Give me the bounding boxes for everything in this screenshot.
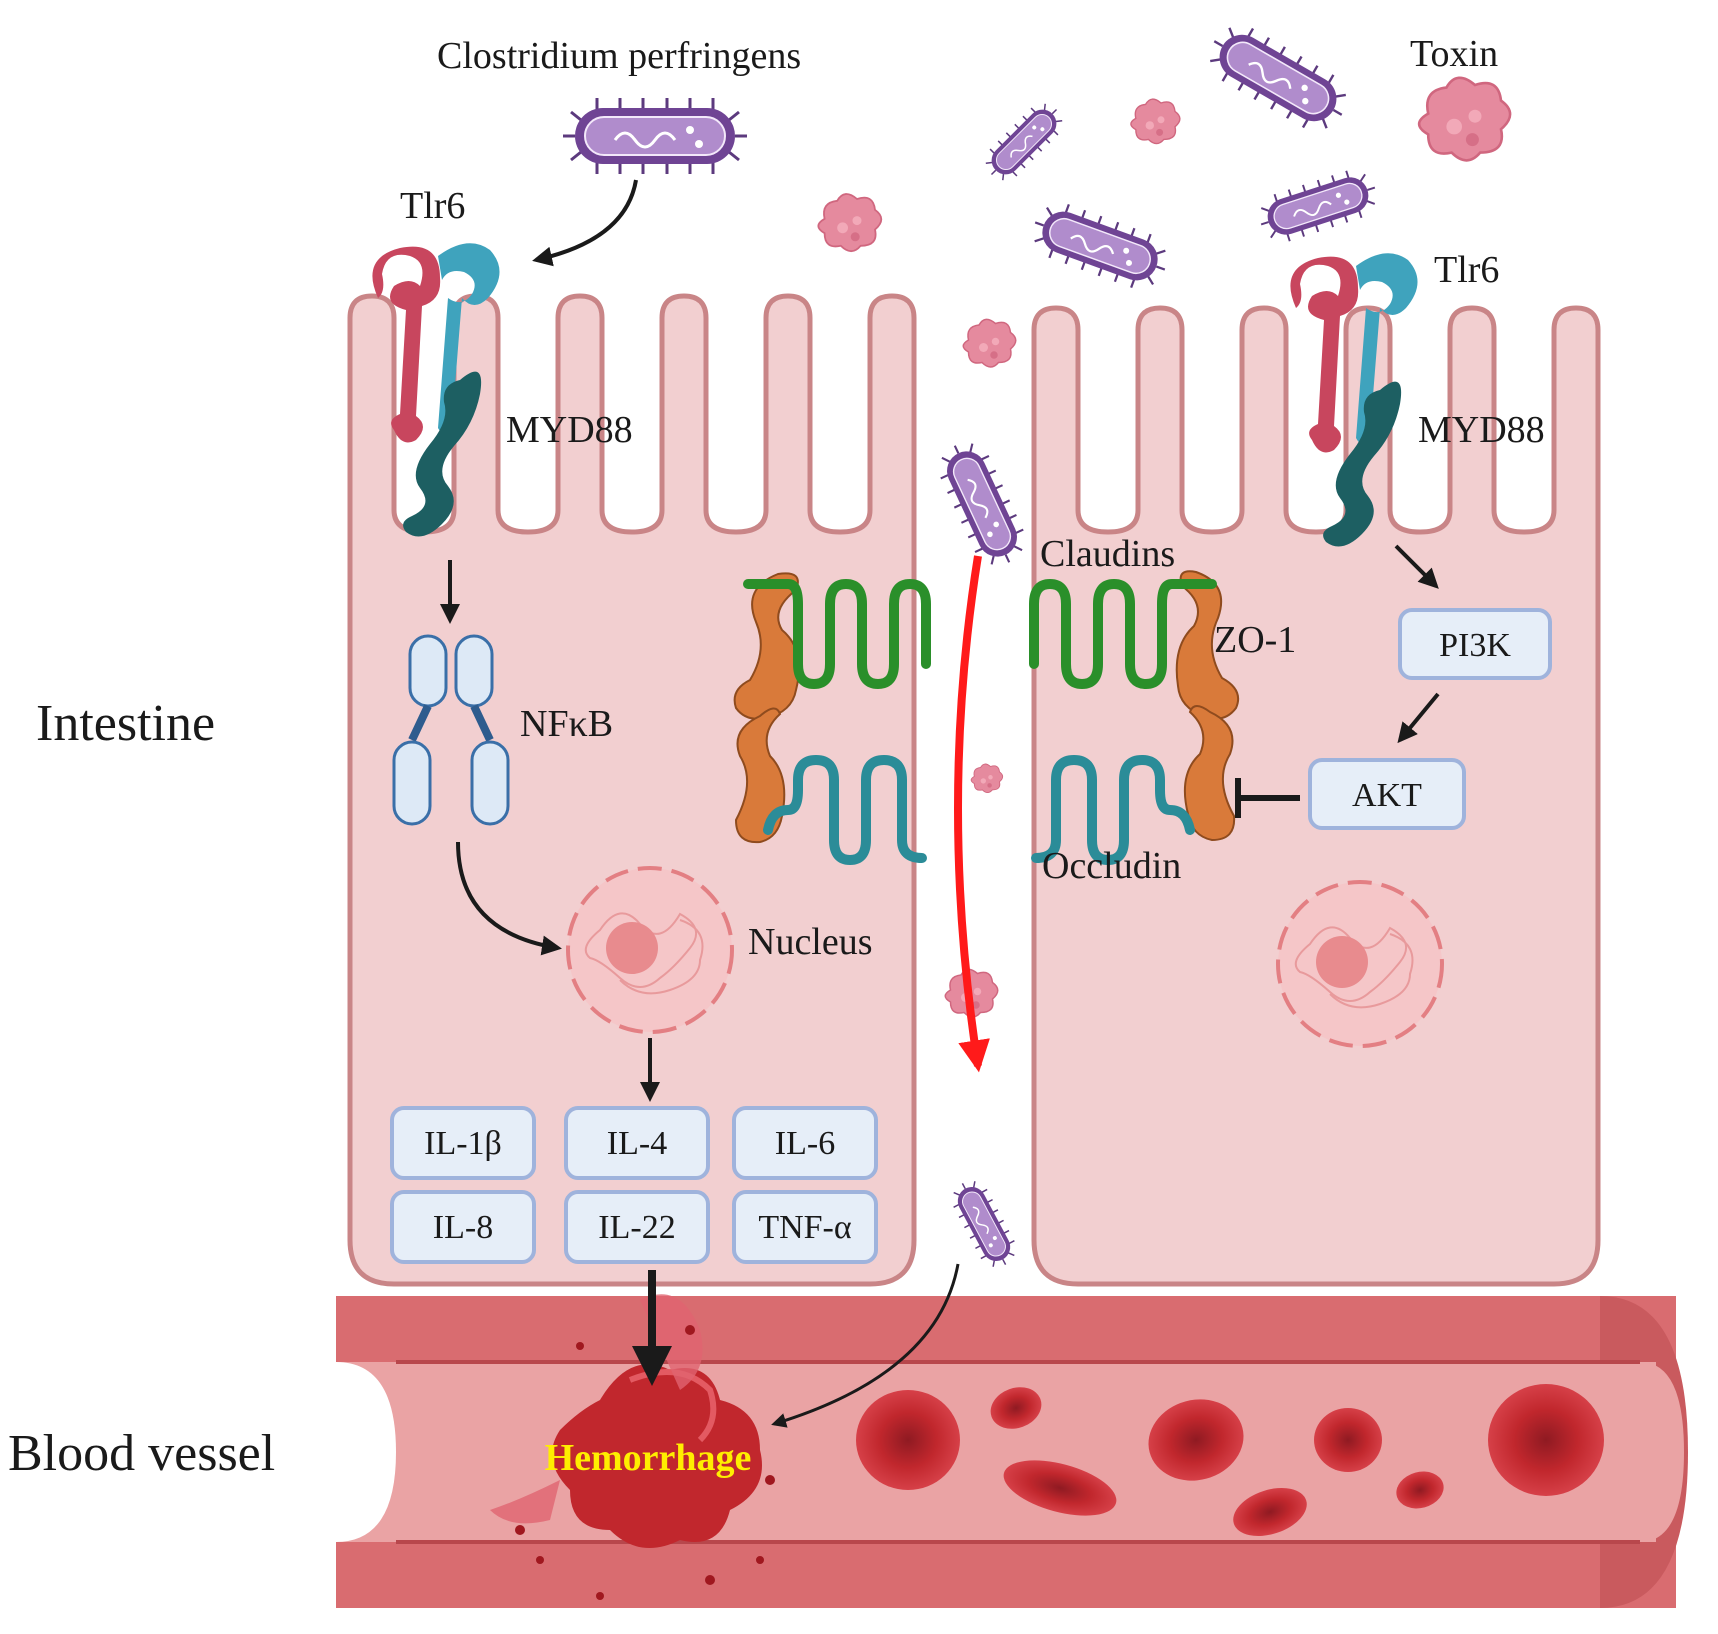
cytokine-label: IL-8 xyxy=(433,1209,493,1246)
akt-label: AKT xyxy=(1352,777,1422,814)
akt-box xyxy=(1308,758,1466,830)
tlr6-left-label: Tlr6 xyxy=(400,185,465,227)
pi3k-label: PI3K xyxy=(1439,627,1511,664)
pi3k-box xyxy=(1398,608,1552,680)
cytokine-box xyxy=(390,1106,536,1180)
cytokine-box xyxy=(732,1190,878,1264)
paracellular-leak-arrow xyxy=(954,555,990,1073)
bacterium-icon xyxy=(1024,194,1176,298)
bacterium-icon xyxy=(929,433,1035,575)
nfkb-icon xyxy=(392,634,510,826)
nfkb-label: NFκB xyxy=(520,703,613,745)
toxin-icon xyxy=(817,193,883,253)
translocation-arrow xyxy=(456,841,562,956)
tlr6-right-label: Tlr6 xyxy=(1434,249,1499,291)
red-blood-cells xyxy=(856,1384,1604,1536)
toxin-icon xyxy=(970,763,1004,794)
myd88-right-label: MYD88 xyxy=(1418,409,1545,451)
cytokine-label: IL-1β xyxy=(424,1125,502,1162)
bacterium-icon xyxy=(1252,163,1384,249)
hemorrhage-splash xyxy=(490,1294,775,1600)
signal-arrow xyxy=(1394,544,1439,589)
zo1-label: ZO-1 xyxy=(1214,619,1296,661)
signal-arrow xyxy=(1397,692,1440,744)
hemorrhage-label: Hemorrhage xyxy=(545,1437,752,1479)
myd88-left-label: MYD88 xyxy=(506,409,633,451)
bacterium-icon xyxy=(977,95,1071,189)
cytokine-box xyxy=(390,1190,536,1264)
nucleus-icon xyxy=(566,866,734,1034)
cytokine-label: IL-4 xyxy=(607,1125,667,1162)
toxin-icon xyxy=(1417,76,1512,162)
clostridium-perfringens-label: Clostridium perfringens xyxy=(437,35,801,77)
toxin-label: Toxin xyxy=(1410,33,1498,75)
bacterial-entry-arrow xyxy=(771,1263,960,1428)
cytokine-box xyxy=(732,1106,878,1180)
bacterium-icon xyxy=(561,96,749,176)
binding-arrow xyxy=(532,179,638,267)
blood-vessel-label: Blood vessel xyxy=(8,1425,275,1482)
cytokine-label: IL-6 xyxy=(775,1125,835,1162)
cytokine-label: IL-22 xyxy=(598,1209,675,1246)
bacterium-icon xyxy=(1197,13,1359,143)
cytokine-box xyxy=(564,1190,710,1264)
cytokine-box xyxy=(564,1106,710,1180)
toxin-icon xyxy=(1130,98,1181,145)
intestine-label: Intestine xyxy=(36,695,215,752)
claudins-label: Claudins xyxy=(1040,533,1175,575)
nucleus-icon xyxy=(1276,880,1444,1048)
tight-junction xyxy=(733,570,1240,860)
inhibition-line xyxy=(1235,778,1300,818)
bacterium-icon xyxy=(944,1173,1024,1275)
cytokine-boxes: IL-1β IL-4 IL-6IL-8 IL-22 TNF-α xyxy=(390,1106,878,1264)
occludin-label: Occludin xyxy=(1042,845,1181,887)
toxin-icon xyxy=(962,318,1017,368)
cytokine-label: TNF-α xyxy=(758,1209,852,1246)
nucleus-label: Nucleus xyxy=(748,921,873,963)
